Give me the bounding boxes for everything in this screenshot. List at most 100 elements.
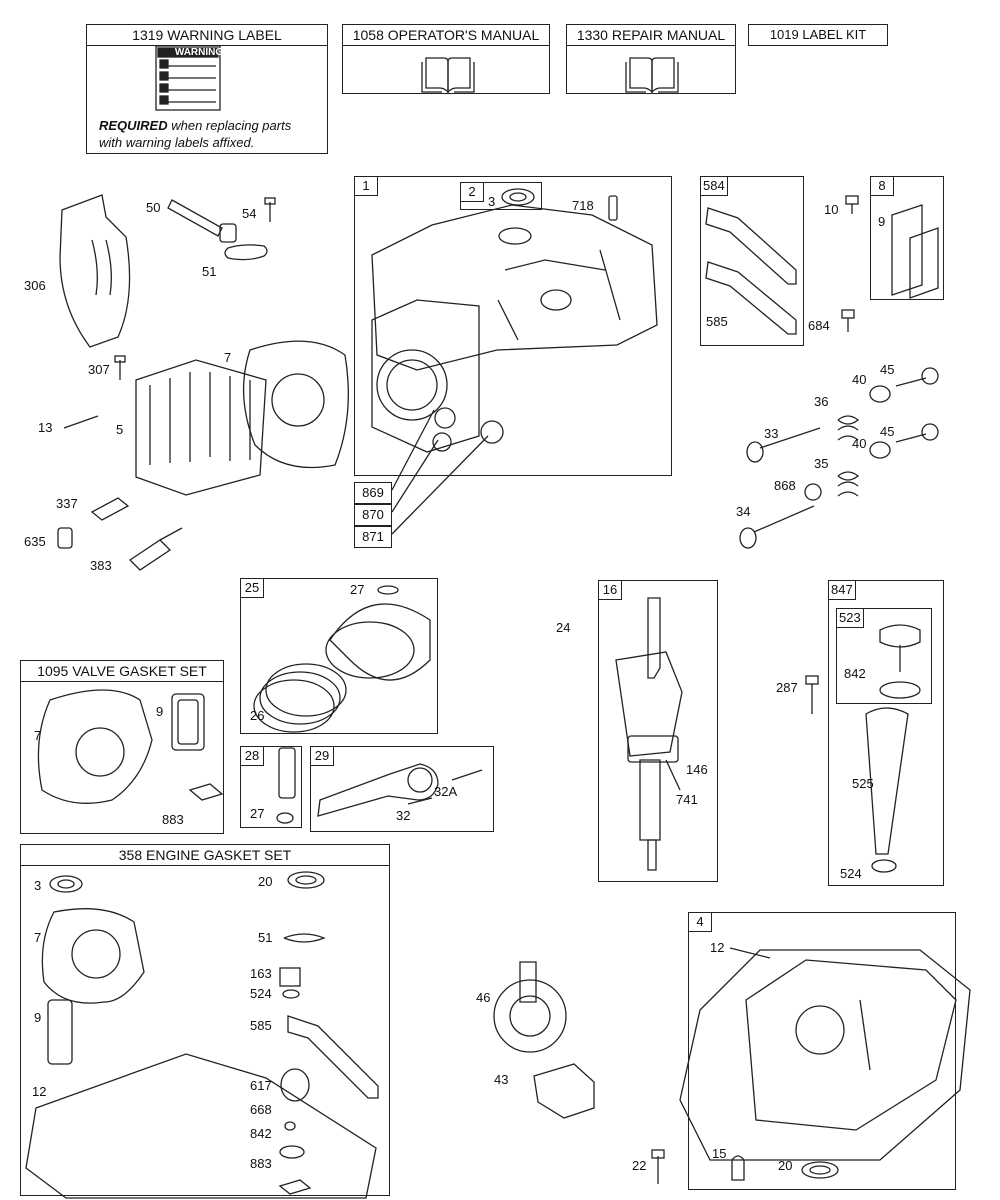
part-label: 40	[852, 372, 867, 387]
warning-label-box: 1319 WARNING LABEL WARNING REQUIRED when…	[86, 24, 328, 154]
warning-label-title: 1319 WARNING LABEL	[87, 25, 327, 46]
part-label: 27	[350, 582, 365, 597]
part-label: 617	[250, 1078, 272, 1093]
part-label: 684	[808, 318, 830, 333]
part-label: 33	[764, 426, 779, 441]
group-29-tag: 29	[311, 747, 334, 766]
group-1-box: 1	[354, 176, 672, 476]
part-label: 668	[250, 1102, 272, 1117]
cylinder-head-shape	[135, 359, 267, 496]
operators-manual-title: 1058 OPERATOR'S MANUAL	[343, 25, 549, 46]
part-label: 24	[556, 620, 571, 635]
group-2-box: 2	[460, 182, 542, 210]
part-label: 868	[774, 478, 796, 493]
warning-note-line2: with warning labels affixed.	[99, 135, 255, 150]
group-2-tag: 2	[461, 183, 484, 202]
part-label: 27	[250, 806, 265, 821]
group-8-tag: 8	[871, 177, 894, 196]
blower-housing-shape	[59, 194, 131, 348]
book-icon	[625, 57, 679, 94]
part-label: 51	[202, 264, 217, 279]
valve-gasket-set-box: 1095 VALVE GASKET SET	[20, 660, 224, 834]
part-label: 20	[258, 874, 273, 889]
group-25-tag: 25	[241, 579, 264, 598]
callout-871: 871	[354, 526, 392, 548]
group-584-box: 584	[700, 176, 804, 346]
engine-gasket-set-title: 358 ENGINE GASKET SET	[21, 845, 389, 866]
part-label: 9	[34, 1010, 42, 1025]
part-label: 10	[824, 202, 839, 217]
part-label: 20	[778, 1158, 793, 1173]
group-28-box: 28	[240, 746, 302, 828]
part-label: 43	[494, 1072, 509, 1087]
part-label: 287	[776, 680, 798, 695]
label-kit-box: 1019 LABEL KIT	[748, 24, 888, 46]
part-label: 306	[24, 278, 46, 293]
part-label: 883	[250, 1156, 272, 1171]
repair-manual-title: 1330 REPAIR MANUAL	[567, 25, 735, 46]
warning-heading: WARNING	[174, 47, 224, 58]
part-label: 718	[572, 198, 594, 213]
part-label: 9	[878, 214, 886, 229]
part-label: 26	[250, 708, 265, 723]
part-label: 34	[736, 504, 751, 519]
part-label: 46	[476, 990, 491, 1005]
part-label: 307	[88, 362, 110, 377]
part-label: 585	[250, 1018, 272, 1033]
part-label: 12	[32, 1084, 47, 1099]
part-label: 337	[56, 496, 78, 511]
group-847-box: 847	[828, 580, 944, 886]
part-label: 7	[34, 728, 42, 743]
part-label: 842	[250, 1126, 272, 1141]
part-label: 883	[162, 812, 184, 827]
part-label: 9	[156, 704, 164, 719]
part-label: 585	[706, 314, 728, 329]
group-1-tag: 1	[355, 177, 378, 196]
part-label: 35	[814, 456, 829, 471]
part-label: 741	[676, 792, 698, 807]
part-label: 13	[38, 420, 53, 435]
part-label: 45	[880, 362, 895, 377]
group-4-box: 4	[688, 912, 956, 1190]
group-584-tag: 584	[701, 177, 728, 196]
part-label: 635	[24, 534, 46, 549]
part-label: 54	[242, 206, 257, 221]
part-label: 15	[712, 1146, 727, 1161]
group-28-tag: 28	[241, 747, 264, 766]
part-label: 40	[852, 436, 867, 451]
group-523-box: 523	[836, 608, 932, 704]
callout-869: 869	[354, 482, 392, 504]
part-label: 146	[686, 762, 708, 777]
part-label: 12	[710, 940, 725, 955]
group-847-tag: 847	[829, 581, 856, 600]
oil-sump-shape	[679, 949, 971, 1161]
part-label: 22	[632, 1158, 647, 1173]
group-523-tag: 523	[837, 609, 864, 628]
engine-block-shape	[371, 204, 658, 453]
group-16-box: 16	[598, 580, 718, 882]
part-label: 383	[90, 558, 112, 573]
part-label: 5	[116, 422, 124, 437]
part-label: 45	[880, 424, 895, 439]
crankshaft-shape	[647, 597, 661, 679]
warning-note: REQUIRED when replacing parts	[99, 118, 292, 133]
group-25-box: 25	[240, 578, 438, 734]
part-label: 524	[250, 986, 272, 1001]
warning-decal-graphic	[155, 45, 221, 111]
part-label: 842	[844, 666, 866, 681]
book-icon	[421, 57, 475, 94]
group-29-box: 29	[310, 746, 494, 832]
callout-870: 870	[354, 504, 392, 526]
part-label: 32A	[434, 784, 458, 799]
part-label: 51	[258, 930, 273, 945]
part-label: 7	[34, 930, 42, 945]
part-label: 3	[34, 878, 42, 893]
group-4-tag: 4	[689, 913, 712, 932]
part-label: 524	[840, 866, 862, 881]
part-label: 525	[852, 776, 874, 791]
engine-gasket-set-box: 358 ENGINE GASKET SET	[20, 844, 390, 1196]
operators-manual-box: 1058 OPERATOR'S MANUAL	[342, 24, 550, 94]
valve-gasket-set-title: 1095 VALVE GASKET SET	[21, 661, 223, 682]
part-label: 7	[224, 350, 232, 365]
